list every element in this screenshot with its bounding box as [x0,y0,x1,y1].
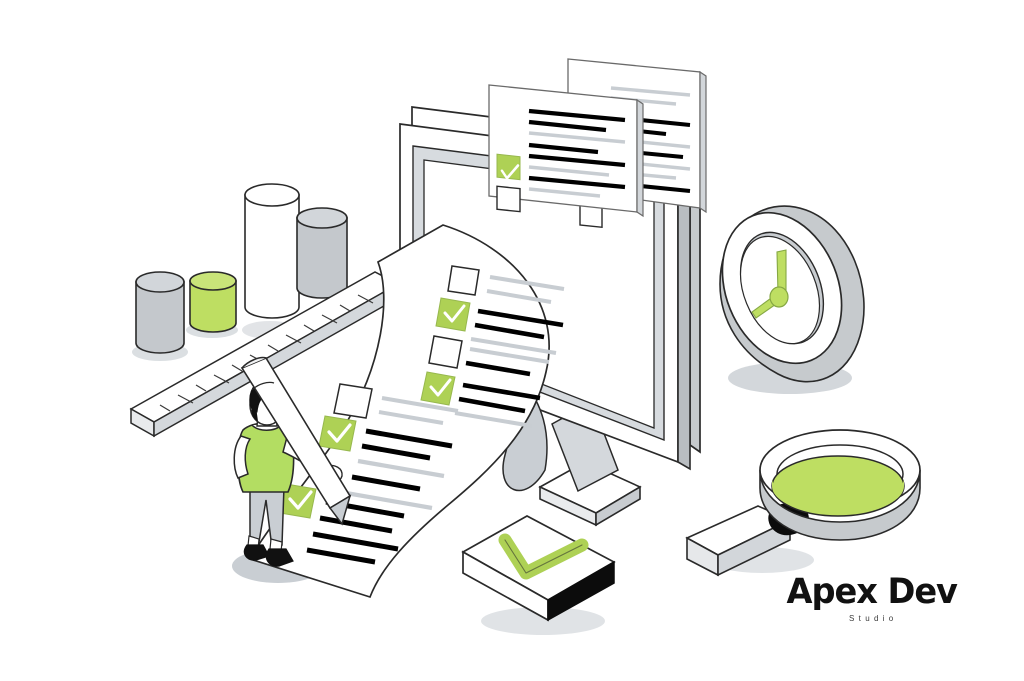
scroll-row-6 [318,415,453,511]
scroll-row-1 [447,265,565,304]
bar-item-4 [296,207,348,299]
bar-chart [135,183,348,354]
scroll-row-3 [428,335,550,377]
clock-pivot [769,286,789,308]
checkbox-empty [496,185,521,213]
card-front [488,84,644,218]
scroll-row-5 [333,383,459,425]
magnifier [685,429,921,577]
check-box-3d [461,515,616,622]
pen [240,356,352,526]
card-front-items [496,153,521,213]
ruler [129,271,400,438]
checkbox-checked [496,153,521,181]
bar-item-3 [244,183,300,319]
pen-tip [328,494,352,526]
scroll [248,224,565,599]
brand-logo: Apex Dev Studio [783,572,960,624]
brand-name: Apex Dev [786,572,957,612]
shoe-right [265,548,294,567]
arm-left [233,435,252,479]
bar-item-1 [135,271,185,354]
bar-item-2 [189,271,237,333]
scroll-row-4 [420,371,541,428]
clock [719,205,865,383]
clock-hands [751,249,789,319]
card-front-text-lines [528,108,626,198]
scroll-row-2 [435,297,564,355]
brand-tagline: Studio [849,614,898,623]
person [233,378,343,567]
